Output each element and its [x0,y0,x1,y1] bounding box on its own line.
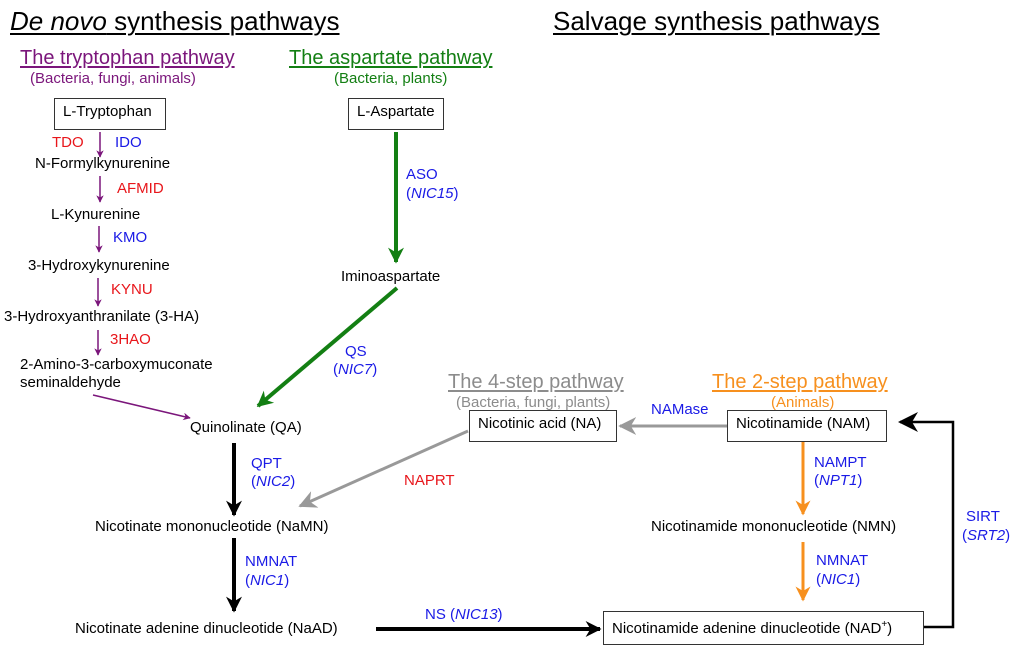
nad-label-close: ) [887,620,893,637]
3-hydroxykynurenine: 3-Hydroxykynurenine [28,257,170,274]
enzyme-ns: NS (NIC13) [425,606,503,623]
enzyme-aso-gene: (NIC15) [406,185,459,202]
aspartate-pathway-organisms: (Bacteria, plants) [334,70,448,87]
de-novo-title: De novo synthesis pathways [10,6,340,36]
arrow-imino-to-qa [256,286,399,408]
ns-name: NS [425,606,446,623]
nmnat-salvage-gene-name: NIC1 [821,571,856,588]
enzyme-qs-gene: (NIC7) [333,361,378,378]
four-step-pathway-title: The 4-step pathway [448,371,624,393]
namn: Nicotinate mononucleotide (NaMN) [95,518,329,535]
enzyme-sirt: SIRT [966,508,1000,525]
aso-gene-name: NIC15 [411,185,454,202]
tryptophan-pathway-organisms: (Bacteria, fungi, animals) [30,70,196,87]
qpt-gene-name: NIC2 [256,473,291,490]
de-novo-title-rest: synthesis pathways [106,6,340,36]
two-step-pathway-organisms: (Animals) [771,394,835,411]
n-formylkynurenine: N-Formylkynurenine [35,155,171,172]
nad-superscript: + [881,619,888,630]
enzyme-afmid: AFMID [117,180,164,197]
de-novo-emphasis: De novo [10,6,107,36]
nampt-gene-name: NPT1 [819,472,858,489]
four-step-pathway-organisms: (Bacteria, fungi, plants) [456,394,611,411]
qs-gene-name: NIC7 [338,361,373,378]
acms-line2: seminaldehyde [20,374,121,391]
acms-line1: 2-Amino-3-carboxymuconate [20,356,213,373]
enzyme-kynu: KYNU [111,281,153,298]
enzyme-namase: NAMase [651,401,709,418]
aspartate-pathway-title: The aspartate pathway [289,47,493,69]
nicotinic-acid-box: Nicotinic acid (NA) [469,410,617,442]
enzyme-nampt: NAMPT [814,454,867,471]
nmnat-gene-name: NIC1 [250,572,285,589]
l-aspartate-box: L-Aspartate [348,98,444,130]
arrow-nad-to-nam-sirt [898,412,955,629]
arrow-acms-to-qa [92,394,191,421]
nad-label: Nicotinamide adenine dinucleotide (NAD [612,620,882,637]
enzyme-nmnat: NMNAT [245,553,298,570]
enzyme-tdo: TDO [52,134,84,151]
nicotinamide-box: Nicotinamide (NAM) [727,410,887,442]
enzyme-nampt-gene: (NPT1) [814,472,863,489]
nad-box: Nicotinamide adenine dinucleotide (NAD+) [603,611,924,645]
enzyme-nmnat-salvage: NMNAT [816,552,869,569]
enzyme-qpt-gene: (NIC2) [251,473,296,490]
enzyme-qs: QS [345,343,367,360]
enzyme-ido: IDO [115,134,142,151]
quinolinate: Quinolinate (QA) [190,419,302,436]
enzyme-aso: ASO [406,166,438,183]
l-kynurenine: L-Kynurenine [51,206,141,223]
enzyme-kmo: KMO [113,229,148,246]
enzyme-3hao: 3HAO [110,331,151,348]
enzyme-nmnat-salvage-gene: (NIC1) [816,571,861,588]
naad: Nicotinate adenine dinucleotide (NaAD) [75,620,338,637]
iminoaspartate: Iminoaspartate [341,268,441,285]
two-step-pathway-title: The 2-step pathway [712,371,888,393]
arrow-na-to-namn [298,429,469,508]
ns-gene-name: NIC13 [455,606,498,623]
enzyme-qpt: QPT [251,455,282,472]
3-hydroxyanthranilate: 3-Hydroxyanthranilate (3-HA) [4,308,200,325]
enzyme-sirt-gene: (SRT2) [962,527,1011,544]
enzyme-naprt: NAPRT [404,472,455,489]
l-tryptophan-box: L-Tryptophan [54,98,166,130]
sirt-gene-name: SRT2 [967,527,1006,544]
salvage-title: Salvage synthesis pathways [553,6,880,36]
enzyme-nmnat-gene: (NIC1) [245,572,290,589]
nmn: Nicotinamide mononucleotide (NMN) [651,518,897,535]
tryptophan-pathway-title: The tryptophan pathway [20,47,235,69]
